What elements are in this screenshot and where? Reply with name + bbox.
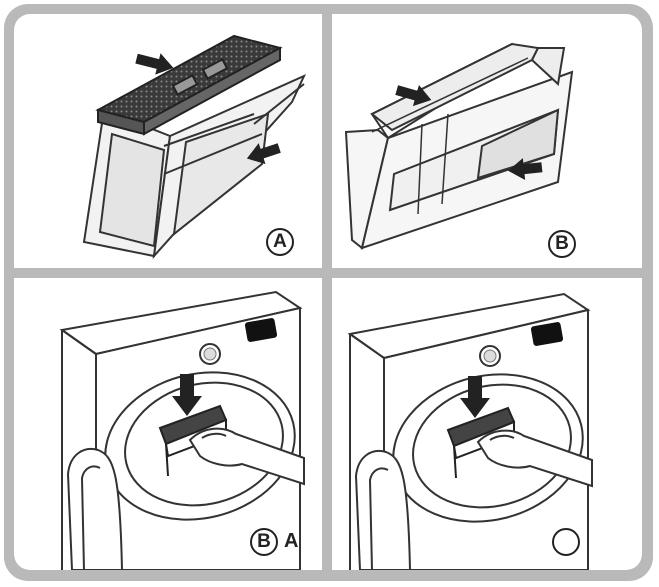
hand-icon <box>476 429 593 488</box>
display-panel-icon <box>530 322 564 346</box>
panel-filter-a: A <box>14 14 322 268</box>
open-door <box>66 448 124 570</box>
arrow-right-icon <box>395 84 432 107</box>
dryer-insert-illustration <box>59 290 305 570</box>
panel-marker-b: B <box>250 528 278 556</box>
filter-a-lid <box>95 34 283 136</box>
panel-filter-b: B <box>332 14 642 268</box>
dryer-insert-illustration-2 <box>347 292 593 570</box>
arrow-left-icon <box>246 143 281 165</box>
arrow-down-icon <box>172 374 202 416</box>
panel-insert-filter-ba: B A <box>14 278 322 570</box>
filter-a-body <box>82 73 307 260</box>
figure-frame: A B <box>4 4 653 581</box>
arrow-right-icon <box>135 53 174 75</box>
open-door <box>354 450 412 570</box>
filter-a-illustration <box>82 34 307 260</box>
hand-icon <box>188 427 305 486</box>
display-panel-icon <box>244 318 278 342</box>
filter-b-illustration <box>344 42 574 250</box>
panel-insert-filter <box>332 278 642 570</box>
panel-marker-empty <box>552 528 580 556</box>
panel-marker-a: A <box>266 228 294 256</box>
panel-marker-suffix: A <box>284 530 299 552</box>
panel-marker-b: B <box>548 230 576 258</box>
arrow-left-icon <box>508 158 543 181</box>
arrow-down-icon <box>460 376 490 418</box>
filter-b-body <box>344 42 574 250</box>
